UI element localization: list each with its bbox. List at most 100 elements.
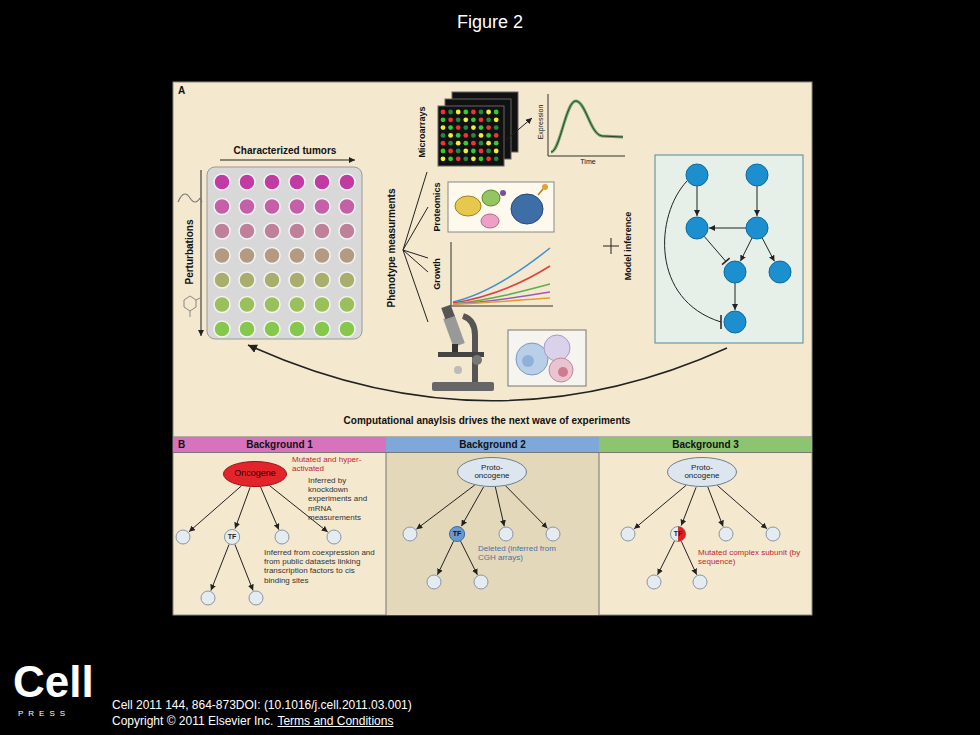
- annotation: Mutated complex subunit (by sequence): [698, 548, 802, 566]
- array-spot: [448, 110, 453, 115]
- regulation-arrow: [260, 487, 278, 530]
- cell: [544, 335, 570, 361]
- tf-circle: TF: [449, 526, 465, 542]
- plate-well: [339, 223, 355, 239]
- method-label: Microarrays: [417, 106, 427, 157]
- array-spot: [463, 117, 468, 122]
- growth-curve: [453, 292, 550, 304]
- plate-well: [339, 248, 355, 264]
- regulation-arrow: [634, 485, 686, 529]
- node-shape: [668, 458, 737, 487]
- growth-curve: [453, 298, 550, 304]
- array-spot: [441, 125, 446, 130]
- plate-well: [239, 174, 255, 190]
- array-spot: [479, 133, 484, 138]
- array-spot: [471, 133, 476, 138]
- node-label: TF: [228, 533, 237, 540]
- node-label: TF: [453, 530, 462, 537]
- target-gene: [176, 530, 190, 544]
- plot-axes: [451, 242, 553, 306]
- regulation-arrow: [681, 487, 696, 525]
- array-spot: [479, 125, 484, 130]
- network-edge: [757, 186, 758, 216]
- tf-circle: TF: [224, 529, 240, 545]
- regulation-arrow: [681, 541, 696, 574]
- array-spot: [441, 141, 446, 146]
- plate-well: [289, 321, 305, 337]
- plate-well: [339, 321, 355, 337]
- arrow: [506, 118, 532, 140]
- regulation-arrow: [235, 544, 253, 590]
- annotation: Mutated and hyper-activated: [292, 455, 374, 473]
- array-spot: [448, 141, 453, 146]
- annotation: Inferred by knockdown experiments and mR…: [308, 476, 384, 522]
- target-gene: [327, 530, 341, 544]
- node-label: Proto-oncogene: [679, 464, 725, 481]
- array-spot: [441, 156, 446, 161]
- microscope-objective: [452, 344, 458, 352]
- annotation: Inferred from coexpression and from publ…: [264, 548, 380, 585]
- molecule-icon: [184, 296, 202, 317]
- gene-ellipse: Proto-oncogene: [667, 457, 737, 487]
- array-spot: [486, 149, 491, 154]
- step-label: Model inference: [623, 212, 633, 281]
- regulation-arrow: [495, 487, 504, 526]
- plate-well: [264, 174, 280, 190]
- plate-well: [289, 272, 305, 288]
- expression-curve: [551, 101, 623, 152]
- axis-arrow: [201, 170, 202, 336]
- microscope-light: [454, 366, 462, 374]
- plate-well: [264, 297, 280, 313]
- regulation-arrow: [461, 541, 478, 575]
- node-shape: [449, 527, 464, 542]
- plate-well: [314, 272, 330, 288]
- microscope-tube: [443, 315, 465, 347]
- target-gene: [766, 527, 780, 541]
- array-spot: [486, 133, 491, 138]
- cell: [516, 343, 548, 375]
- array-spot: [456, 110, 461, 115]
- array-spot: [494, 149, 499, 154]
- target-gene: [693, 575, 707, 589]
- array-spot: [479, 141, 484, 146]
- array-spot: [494, 133, 499, 138]
- plate-well: [289, 223, 305, 239]
- inhibition-bar: [720, 315, 722, 329]
- protein-tail: [538, 189, 543, 195]
- plate-well: [314, 248, 330, 264]
- array-spot: [471, 149, 476, 154]
- background-panel: Background 2Proto-oncogeneTF: [386, 437, 599, 615]
- array-spot: [463, 125, 468, 130]
- figure-title: Figure 2: [457, 12, 523, 33]
- plate-well: [339, 272, 355, 288]
- array-spot: [479, 156, 484, 161]
- copyright: Copyright © 2011 Elsevier Inc.: [112, 715, 273, 729]
- axis-label: Perturbations: [184, 219, 196, 284]
- growth-curve: [453, 266, 550, 303]
- network-edge: [740, 238, 752, 261]
- array-spot: [456, 117, 461, 122]
- shrna-icon: [178, 194, 202, 202]
- plate-well: [214, 199, 230, 215]
- plate-well: [289, 199, 305, 215]
- plate-well: [214, 248, 230, 264]
- plot-axes: [548, 94, 625, 156]
- network-node: [724, 261, 746, 283]
- plate-well: [239, 248, 255, 264]
- method-label: Proteomics: [432, 182, 442, 231]
- plate-well: [339, 199, 355, 215]
- regulation-arrow: [235, 487, 250, 528]
- panel-letter: A: [178, 85, 185, 97]
- network-node: [686, 217, 708, 239]
- cell: [549, 358, 573, 382]
- array-spot: [486, 125, 491, 130]
- plate-well: [264, 223, 280, 239]
- plate-well: [314, 223, 330, 239]
- regulation-arrow: [708, 487, 723, 527]
- array-spot: [456, 141, 461, 146]
- target-gene: [621, 527, 635, 541]
- plate-well: [314, 297, 330, 313]
- node-label: TF: [674, 530, 683, 537]
